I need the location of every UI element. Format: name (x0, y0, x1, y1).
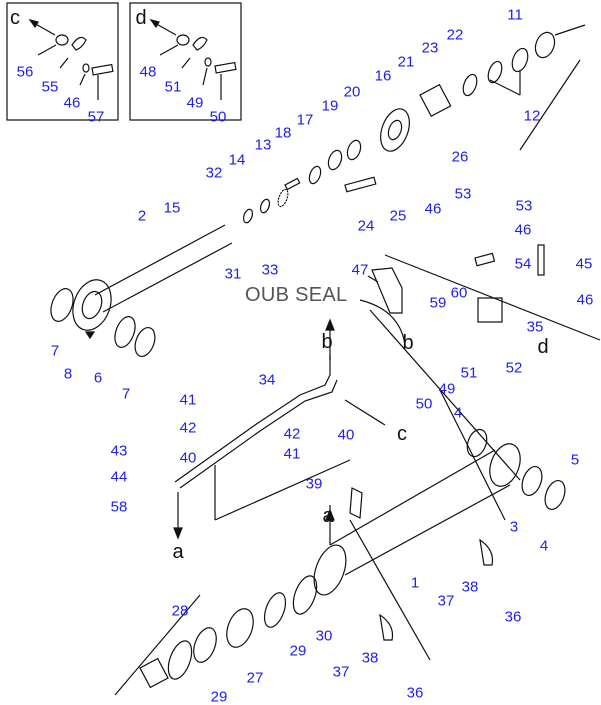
inset-d-parts (149, 19, 237, 100)
view-reference-letter: a (172, 541, 184, 563)
part-number-label: 20 (343, 83, 361, 101)
part-number-label: 46 (576, 291, 594, 309)
inset-c-part-label: 46 (63, 94, 81, 112)
part-number-label: 25 (389, 207, 407, 225)
part-number-label: 58 (110, 498, 128, 516)
part-number-label: 43 (110, 442, 128, 460)
part-number-label: 38 (461, 578, 479, 596)
part-number-label: 46 (514, 221, 532, 239)
part-number-label: 37 (332, 663, 350, 681)
part-number-label: 27 (246, 669, 264, 687)
part-number-label: 36 (406, 684, 424, 702)
part-number-label: 12 (523, 107, 541, 125)
part-number-label: 41 (179, 391, 197, 409)
inset-c-box (6, 2, 119, 121)
part-number-label: 44 (110, 468, 128, 486)
part-number-label: 17 (296, 111, 314, 129)
part-number-label: 34 (258, 371, 276, 389)
part-number-label: 11 (507, 6, 523, 24)
part-number-label: 52 (505, 359, 523, 377)
part-number-label: 18 (274, 124, 292, 142)
part-number-label: 29 (210, 688, 228, 705)
view-reference-letter: d (537, 336, 549, 358)
inset-d-part-label: 49 (186, 94, 204, 112)
view-reference-letter: b (321, 331, 333, 353)
inset-d-part-label: 50 (209, 108, 227, 126)
inset-d-part-label: 51 (164, 78, 182, 96)
bracket-parts (359, 244, 601, 481)
part-number-label: 13 (254, 136, 272, 154)
part-number-label: 31 (224, 265, 242, 283)
part-number-label: 35 (526, 318, 544, 336)
part-number-label: 36 (504, 608, 522, 626)
part-number-label: 40 (337, 426, 355, 444)
pipe (173, 318, 386, 540)
part-number-label: 45 (575, 255, 593, 273)
part-number-label: 60 (450, 284, 468, 302)
part-number-label: 38 (361, 649, 379, 667)
part-number-label: 14 (228, 151, 246, 169)
part-number-label: 47 (351, 261, 369, 279)
part-number-label: 15 (163, 199, 181, 217)
part-number-label: 49 (438, 380, 456, 398)
part-number-label: 28 (171, 602, 189, 620)
part-number-label: 37 (437, 592, 455, 610)
inset-c-part-label: 55 (41, 78, 59, 96)
part-number-label: 53 (454, 185, 472, 203)
inset-c-part-label: 57 (87, 108, 105, 126)
part-number-label: 2 (137, 207, 147, 225)
part-number-label: 7 (50, 342, 60, 360)
part-number-label: 41 (283, 445, 301, 463)
part-number-label: 32 (205, 164, 223, 182)
inset-c-part-label: 56 (16, 63, 34, 81)
part-number-label: 5 (570, 451, 580, 469)
part-number-label: 54 (514, 255, 532, 273)
part-number-label: 4 (539, 537, 549, 555)
part-number-label: 16 (374, 67, 392, 85)
inset-d-ref: d (135, 7, 147, 29)
inset-c-ref: c (10, 7, 20, 29)
part-number-label: 42 (283, 425, 301, 443)
inset-c-parts (28, 19, 114, 100)
part-number-label: 8 (63, 365, 73, 383)
part-number-label: 19 (321, 97, 339, 115)
oub-seal-overlay-text: OUB SEAL (245, 284, 348, 306)
part-number-label: 24 (357, 217, 375, 235)
part-number-label: 22 (446, 26, 464, 44)
view-reference-letter: c (397, 423, 407, 445)
part-number-label: 1 (410, 574, 420, 592)
part-number-label: 21 (397, 53, 415, 71)
view-reference-letter: a (322, 505, 334, 527)
piston-rod (50, 224, 233, 358)
part-number-label: 4 (453, 404, 463, 422)
cylinder-tube (114, 389, 566, 696)
part-number-label: 26 (451, 148, 469, 166)
part-number-label: 59 (429, 294, 447, 312)
part-number-label: 3 (509, 518, 519, 536)
part-number-label: 33 (261, 261, 279, 279)
part-number-label: 46 (424, 200, 442, 218)
part-number-label: 7 (121, 385, 131, 403)
part-number-label: 30 (315, 627, 333, 645)
part-number-label: 51 (460, 364, 478, 382)
part-number-label: 29 (289, 642, 307, 660)
part-number-label: 42 (179, 419, 197, 437)
part-number-label: 53 (515, 197, 533, 215)
view-reference-letter: b (402, 332, 414, 354)
inset-d-box (129, 2, 242, 121)
part-number-label: 39 (305, 475, 323, 493)
head-seal-parts (242, 24, 586, 224)
part-number-label: 23 (421, 39, 439, 57)
part-number-label: 6 (93, 369, 103, 387)
part-number-label: 40 (179, 449, 197, 467)
part-number-label: 50 (415, 395, 433, 413)
inset-d-part-label: 48 (139, 63, 157, 81)
